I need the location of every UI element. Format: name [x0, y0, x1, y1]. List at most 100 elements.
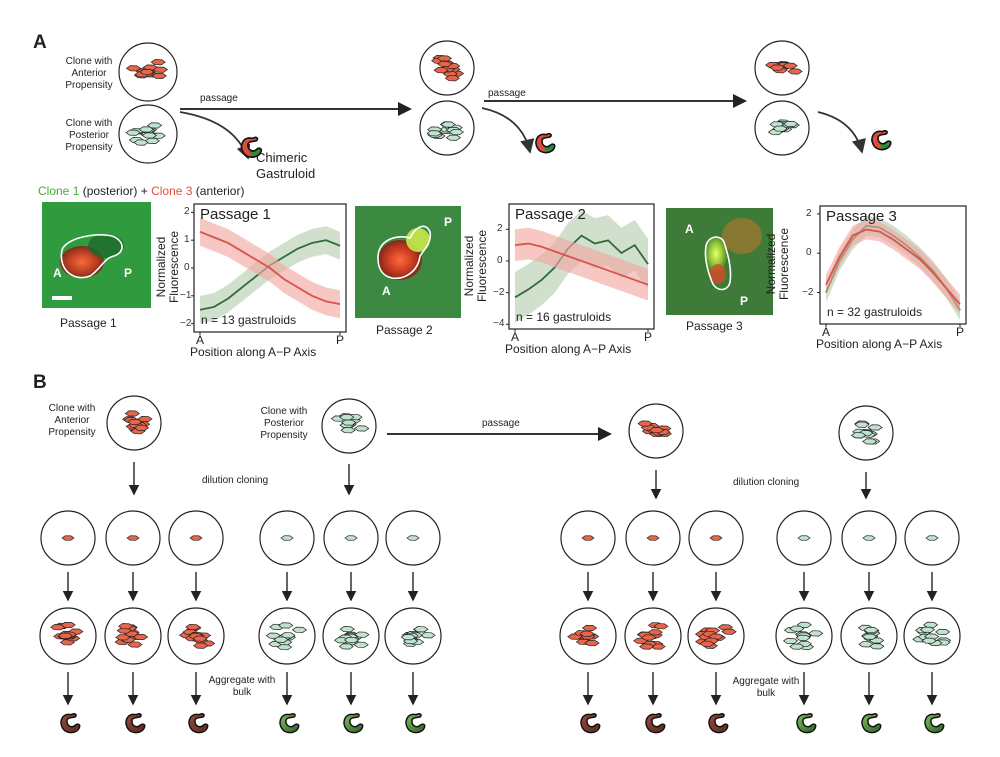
b-single-cell-dish-right-6 — [904, 510, 960, 566]
red-cell-icon — [127, 418, 143, 425]
b-expanded-dish-right-3 — [687, 607, 745, 665]
chart-passage-3 — [817, 205, 967, 327]
b-posterior-dish-passaged — [838, 405, 894, 461]
green-cell-icon — [353, 641, 369, 648]
red-cell-icon — [192, 635, 208, 642]
green-cell-icon — [921, 637, 937, 644]
red-cell-icon — [782, 62, 798, 69]
red-cell-icon — [185, 623, 201, 631]
green-cell-icon — [291, 626, 308, 633]
y-tick-label: 2 — [806, 207, 812, 219]
micrograph-passage-2 — [355, 206, 461, 318]
green-cell-icon — [867, 424, 883, 431]
red-cell-icon — [118, 623, 134, 630]
passage-label-1: passage — [200, 93, 238, 104]
micro2-label-p: P — [444, 215, 453, 229]
micro1-label-p: P — [124, 266, 133, 280]
b-gastruloid-left-2 — [125, 713, 146, 734]
green-cell-icon — [276, 644, 293, 651]
single-green-cell-icon — [344, 535, 358, 541]
green-cell-icon — [934, 628, 951, 635]
red-cell-icon — [769, 64, 785, 71]
a-curve-arrow-3 — [817, 111, 866, 154]
micro1-label-a: A — [53, 266, 62, 280]
green-cell-icon — [420, 632, 436, 639]
b-single-cell-dish-right-4 — [776, 510, 832, 566]
green-cell-icon — [861, 633, 878, 640]
b-expanded-dish-right-6 — [903, 607, 961, 665]
y-tick-label: −1 — [180, 289, 192, 301]
y-tick-label: 2 — [497, 223, 503, 235]
x-tick-label: A — [196, 333, 205, 347]
micro3-label-a: A — [685, 222, 694, 236]
series-red-line — [199, 230, 341, 306]
green-cell-icon — [340, 427, 356, 434]
b-posterior-clone-label: Clone with Posterior Propensity — [260, 406, 308, 441]
n-gastruloids-label: n = 13 gastruloids — [201, 313, 297, 327]
n-gastruloids-label: n = 16 gastruloids — [516, 310, 612, 324]
clone3-legend-suffix: (anterior) — [192, 184, 245, 198]
single-red-cell-icon — [189, 535, 203, 541]
y-tick-label: 0 — [497, 254, 503, 266]
b-gastruloid-right-2 — [645, 713, 666, 734]
b-single-cell-dish-left-6 — [385, 510, 441, 566]
red-cell-icon — [581, 624, 598, 631]
b-gastruloid-left-3 — [188, 713, 209, 734]
green-cell-icon — [789, 643, 805, 650]
green-cell-icon — [413, 626, 429, 633]
x-axis-label: Position along A−P Axis — [816, 337, 943, 351]
single-green-cell-icon — [280, 535, 294, 541]
green-cell-icon — [343, 636, 360, 644]
green-cell-icon — [782, 637, 799, 644]
b-anterior-clone-label: Clone with Anterior Propensity — [48, 403, 96, 438]
clone1-legend: Clone 1 — [38, 184, 80, 198]
clone-legend: Clone 1 (posterior) + Clone 3 (anterior) — [38, 184, 244, 198]
a-curve-arrow-2 — [481, 107, 535, 154]
green-cell-icon — [850, 432, 867, 439]
b-single-cell-dish-right-3 — [688, 510, 744, 566]
red-cell-icon — [193, 642, 209, 649]
single-green-cell-icon — [862, 535, 876, 541]
x-tick-label: A — [822, 325, 831, 339]
green-cell-icon — [339, 414, 355, 421]
red-cell-icon — [653, 623, 669, 630]
red-cell-icon — [639, 643, 655, 650]
red-cell-icon — [579, 630, 595, 637]
micro-red-region — [378, 240, 422, 280]
gastruloid-body — [188, 713, 209, 734]
single-green-cell-icon — [925, 535, 939, 541]
clone3-legend: Clone 3 — [151, 184, 193, 198]
x-tick-label: P — [644, 330, 653, 344]
green-cell-icon — [339, 626, 355, 633]
scale-bar — [52, 296, 72, 300]
micro2-caption: Passage 2 — [376, 323, 433, 337]
gastruloid-body — [580, 713, 601, 734]
series-red-line — [514, 242, 649, 286]
green-cell-icon — [795, 634, 811, 641]
green-cell-icon — [265, 632, 281, 639]
a-anterior-dish-1 — [118, 42, 178, 102]
x-tick-label: P — [956, 325, 965, 339]
b-aggregate-right: Aggregate with bulk — [732, 676, 800, 699]
red-cell-icon — [60, 621, 76, 628]
n-gastruloids-label: n = 32 gastruloids — [827, 305, 923, 319]
single-green-cell-icon — [406, 535, 420, 541]
gastruloid-body — [279, 713, 300, 734]
red-cell-icon — [139, 68, 155, 76]
b-expanded-dish-right-2 — [624, 607, 682, 665]
b-single-cell-dish-left-1 — [40, 510, 96, 566]
posterior-clone-label: Clone with Posterior Propensity — [65, 118, 113, 153]
micro-outline — [377, 225, 432, 280]
x-axis-label: Position along A−P Axis — [505, 342, 632, 356]
y-tick-label: 0 — [806, 247, 812, 259]
b-single-cell-dish-left-3 — [168, 510, 224, 566]
single-red-cell-icon — [61, 535, 75, 541]
b-expanded-dish-left-4 — [258, 607, 316, 665]
green-cell-icon — [789, 625, 805, 632]
b-gastruloid-right-6 — [924, 713, 945, 734]
green-cell-icon — [338, 643, 354, 650]
a-chimeric-gastruloid-2 — [535, 133, 556, 154]
single-red-cell-icon — [646, 535, 660, 541]
y-tick-label: −4 — [493, 318, 505, 330]
passage-label-2: passage — [488, 88, 526, 99]
